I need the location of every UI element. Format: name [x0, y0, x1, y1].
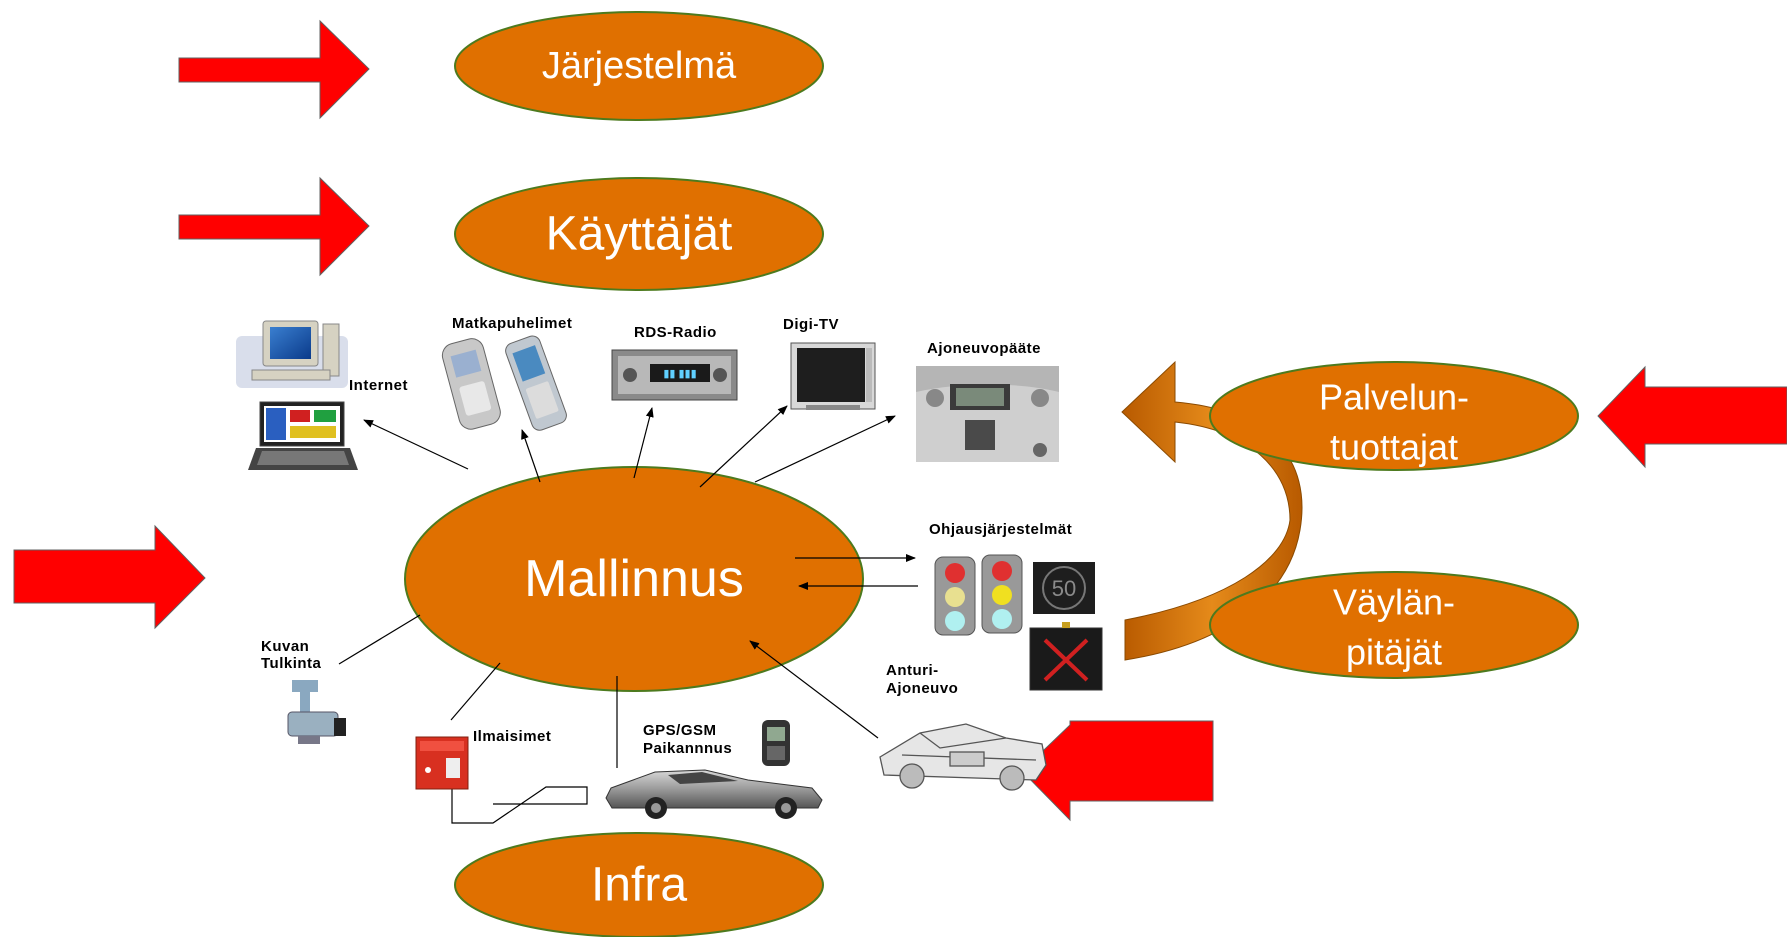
label-kuvan: Kuvan: [261, 638, 309, 655]
speed-sign-text: 50: [1052, 576, 1076, 601]
rds-radio-icon: ▮▮ ▮▮▮: [611, 349, 738, 401]
label-anturi: Anturi-: [886, 662, 939, 679]
label-ilmaisimet: Ilmaisimet: [473, 728, 551, 745]
label-paikannnus: Paikannnus: [643, 740, 732, 757]
oval-mallinnus-text: Mallinnus: [524, 550, 744, 608]
label-ajoneuvo: Ajoneuvo: [886, 680, 958, 697]
oval-infra-text: Infra: [591, 859, 687, 912]
oval-vaylan-line1: Väylän-: [1333, 582, 1455, 623]
connector-ajoneuvopaate: [754, 415, 896, 483]
oval-infra: Infra: [454, 832, 824, 937]
red-arrow-left-2: [1021, 720, 1214, 822]
gps-car-icon: [605, 769, 823, 819]
camera-icon: [287, 680, 346, 744]
red-arrow-left-1: [1597, 365, 1787, 469]
label-gps-gsm: GPS/GSM: [643, 722, 717, 739]
connector-matkapuhelimet: [521, 429, 541, 483]
oval-palvelun-line1: Palvelun-: [1319, 377, 1469, 418]
detector-icon: [415, 736, 469, 790]
oval-vaylan-line2: pitäjät: [1346, 632, 1442, 673]
radio-display-icon: ▮▮ ▮▮▮: [663, 368, 696, 380]
oval-palveluntuottajat: Palvelun- tuottajat: [1209, 361, 1579, 471]
oval-kayttajat: Käyttäjät: [454, 177, 824, 291]
digi-tv-icon: [790, 342, 876, 410]
red-arrow-right-2: [178, 176, 370, 277]
oval-jarjestelma-text: Järjestelmä: [542, 45, 737, 87]
connector-ilmaisimet: [450, 662, 501, 721]
red-arrow-right-3: [13, 524, 206, 630]
oval-mallinnus: Mallinnus: [404, 466, 864, 692]
traffic-control-icon: 50: [934, 554, 1103, 691]
mobile-phones-icon: [441, 335, 567, 431]
label-digi-tv: Digi-TV: [783, 316, 839, 333]
label-tulkinta: Tulkinta: [261, 655, 322, 672]
red-arrow-right-1: [178, 19, 370, 120]
oval-kayttajat-text: Käyttäjät: [546, 208, 733, 261]
sensor-vehicle-icon: [879, 723, 1047, 791]
connector-kuvan: [338, 614, 421, 665]
oval-vaylanpitajat: Väylän- pitäjät: [1209, 571, 1579, 679]
label-internet: Internet: [349, 377, 408, 394]
connector-internet: [363, 419, 469, 470]
connector-digi-tv: [699, 405, 788, 488]
label-rds-radio: RDS-Radio: [634, 324, 717, 341]
label-matkapuhelimet: Matkapuhelimet: [452, 315, 572, 332]
vehicle-terminal-icon: [916, 366, 1059, 462]
connectors: [338, 405, 918, 824]
connector-anturi: [749, 640, 879, 739]
label-ajoneuvopaate: Ajoneuvopääte: [927, 340, 1041, 357]
gsm-phone-icon: [762, 720, 790, 766]
detector-loop-wire: [451, 786, 588, 824]
internet-computer-icon: [236, 320, 358, 470]
label-ohjausjarjestelmat: Ohjausjärjestelmät: [929, 521, 1072, 538]
connector-rds-radio: [633, 407, 654, 479]
oval-palvelun-line2: tuottajat: [1330, 427, 1458, 468]
oval-jarjestelma: Järjestelmä: [454, 11, 824, 121]
